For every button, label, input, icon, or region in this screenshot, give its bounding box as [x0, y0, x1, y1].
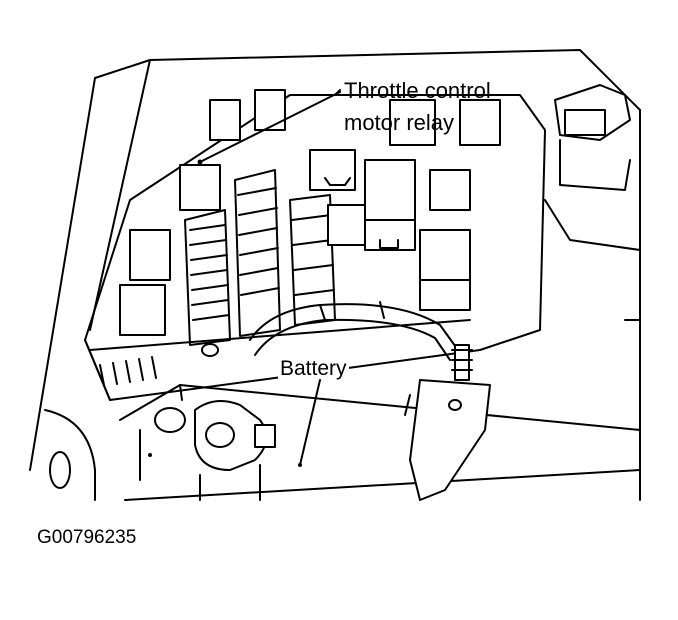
battery-label: Battery [278, 357, 349, 380]
connector-top-right [544, 84, 641, 321]
battery-cable [201, 301, 473, 381]
relay-label-line-1: Throttle control [344, 78, 491, 103]
relay-label-line-2: motor relay [344, 110, 455, 135]
relay-box [84, 89, 546, 401]
figure-code: G00796235 [37, 527, 137, 548]
battery [119, 379, 641, 501]
hood-outline [29, 49, 641, 501]
wheel-arch [44, 409, 96, 501]
leader-lines [197, 89, 341, 466]
